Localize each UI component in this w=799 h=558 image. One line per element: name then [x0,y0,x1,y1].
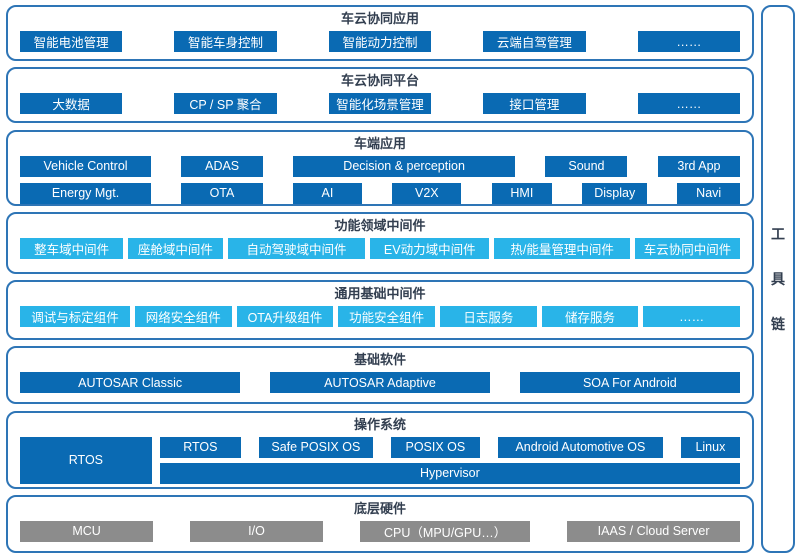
block-autosar-adaptive: AUTOSAR Adaptive [269,372,491,394]
layer-common-middleware-title: 通用基础中间件 [334,286,426,302]
block-ai: AI [292,182,362,204]
block-soa-for-android: SOA For Android [519,372,740,394]
layer-domain-middleware-title: 功能领域中间件 [334,217,426,233]
layer-common-middleware: 通用基础中间件 调试与标定组件 网络安全组件 OTA升级组件 功能安全组件 日志… [6,280,754,341]
block-storage-service: 储存服务 [541,306,639,328]
block-autosar-classic: AUTOSAR Classic [20,372,241,394]
block-ota-upgrade: OTA升级组件 [236,306,334,328]
block-mcu: MCU [20,520,154,542]
block-cloud-collab-mw: 车云协同中间件 [635,237,740,259]
block-interface-mgmt: 接口管理 [483,93,586,115]
block-autonomous-driving-domain-mw: 自动驾驶域中间件 [227,237,366,259]
layer-hardware-title: 底层硬件 [353,500,406,516]
layer-cloud-apps-title: 车云协同应用 [340,11,419,26]
block-safe-posix-os: Safe POSIX OS [258,436,373,458]
block-cockpit-domain-mw: 座舱域中间件 [128,237,223,259]
toolchain-sidebar: 工 具 链 [761,5,795,553]
toolchain-char-1: 工 [771,226,785,242]
layer-cloud-platform-title: 车云协同平台 [340,73,419,89]
block-hypervisor: Hypervisor [159,462,740,484]
common-middleware-row: 调试与标定组件 网络安全组件 OTA升级组件 功能安全组件 日志服务 储存服务 … [20,306,740,328]
block-navi: Navi [677,182,740,204]
block-v2x: V2X [392,182,462,204]
block-adas: ADAS [181,155,263,177]
block-rtos-main: RTOS [20,436,152,484]
cloud-apps-row: 智能电池管理 智能车身控制 智能动力控制 云端自驾管理 …… [20,31,740,52]
layer-operating-system: 操作系统 RTOS RTOS Safe POSIX OS POSIX OS An… [6,410,754,489]
layer-operating-system-title: 操作系统 [353,416,406,432]
block-android-automotive-os: Android Automotive OS [497,436,664,458]
layer-cloud-apps: 车云协同应用 智能电池管理 智能车身控制 智能动力控制 云端自驾管理 …… [6,5,754,61]
block-iaas-cloud-server: IAAS / Cloud Server [567,520,740,542]
block-more-platform: …… [637,93,740,115]
layer-base-software: 基础软件 AUTOSAR Classic AUTOSAR Adaptive SO… [6,346,754,405]
os-row: RTOS Safe POSIX OS POSIX OS Android Auto… [159,436,740,458]
block-vehicle-control: Vehicle Control [20,155,152,177]
layer-vehicle-apps-title: 车端应用 [353,135,406,151]
vehicle-apps-row-2: Energy Mgt. OTA AI V2X HMI Display Navi [20,182,740,204]
block-ev-power-domain-mw: EV动力域中间件 [370,237,490,259]
block-linux: Linux [680,436,740,458]
block-decision-perception: Decision & perception [293,155,515,177]
block-smart-battery-mgmt: 智能电池管理 [20,31,123,52]
block-cp-sp-aggregation: CP / SP 聚合 [174,93,277,115]
os-right-column: RTOS Safe POSIX OS POSIX OS Android Auto… [159,436,740,484]
block-functional-safety: 功能安全组件 [338,306,435,328]
domain-middleware-row: 整车域中间件 座舱域中间件 自动驾驶域中间件 EV动力域中间件 热/能量管理中间… [20,237,740,259]
block-big-data: 大数据 [20,93,123,115]
block-io: I/O [189,520,324,542]
os-body: RTOS RTOS Safe POSIX OS POSIX OS Android… [20,436,740,484]
block-network-security: 网络安全组件 [134,306,232,328]
block-smart-power-control: 智能动力控制 [328,31,432,52]
hardware-row: MCU I/O CPU（MPU/GPU…） IAAS / Cloud Serve… [20,520,740,542]
block-display: Display [582,182,648,204]
layer-cloud-platform: 车云协同平台 大数据 CP / SP 聚合 智能化场景管理 接口管理 …… [6,67,754,124]
layer-vehicle-apps: 车端应用 Vehicle Control ADAS Decision & per… [6,129,754,206]
block-cpu-mpu-gpu: CPU（MPU/GPU…） [359,520,531,542]
block-log-service: 日志服务 [439,306,537,328]
block-more-common-mw: …… [643,306,740,328]
block-debug-calibration: 调试与标定组件 [20,306,130,328]
block-hmi: HMI [491,182,553,204]
block-smart-body-control: 智能车身控制 [174,31,277,52]
toolchain-char-3: 链 [771,316,785,332]
block-thermal-energy-mgmt-mw: 热/能量管理中间件 [494,237,631,259]
block-rtos: RTOS [159,436,241,458]
block-more-cloud-apps: …… [637,31,740,52]
layer-base-software-title: 基础软件 [353,352,406,368]
cloud-platform-row: 大数据 CP / SP 聚合 智能化场景管理 接口管理 …… [20,93,740,115]
block-sound: Sound [545,155,628,177]
base-software-row: AUTOSAR Classic AUTOSAR Adaptive SOA For… [20,372,740,394]
block-vehicle-domain-mw: 整车域中间件 [20,237,124,259]
block-3rd-app: 3rd App [657,155,740,177]
layer-domain-middleware: 功能领域中间件 整车域中间件 座舱域中间件 自动驾驶域中间件 EV动力域中间件 … [6,211,754,274]
layer-stack: 车云协同应用 智能电池管理 智能车身控制 智能动力控制 云端自驾管理 …… 车云… [6,5,754,553]
vehicle-apps-row-1: Vehicle Control ADAS Decision & percepti… [20,155,740,177]
block-ota-app: OTA [181,182,263,204]
block-smart-scenario-mgmt: 智能化场景管理 [328,93,432,115]
block-posix-os: POSIX OS [390,436,481,458]
block-cloud-driving-mgmt: 云端自驾管理 [483,31,586,52]
block-energy-mgt: Energy Mgt. [20,182,152,204]
layer-hardware: 底层硬件 MCU I/O CPU（MPU/GPU…） IAAS / Cloud … [6,494,754,553]
toolchain-char-2: 具 [771,271,785,287]
